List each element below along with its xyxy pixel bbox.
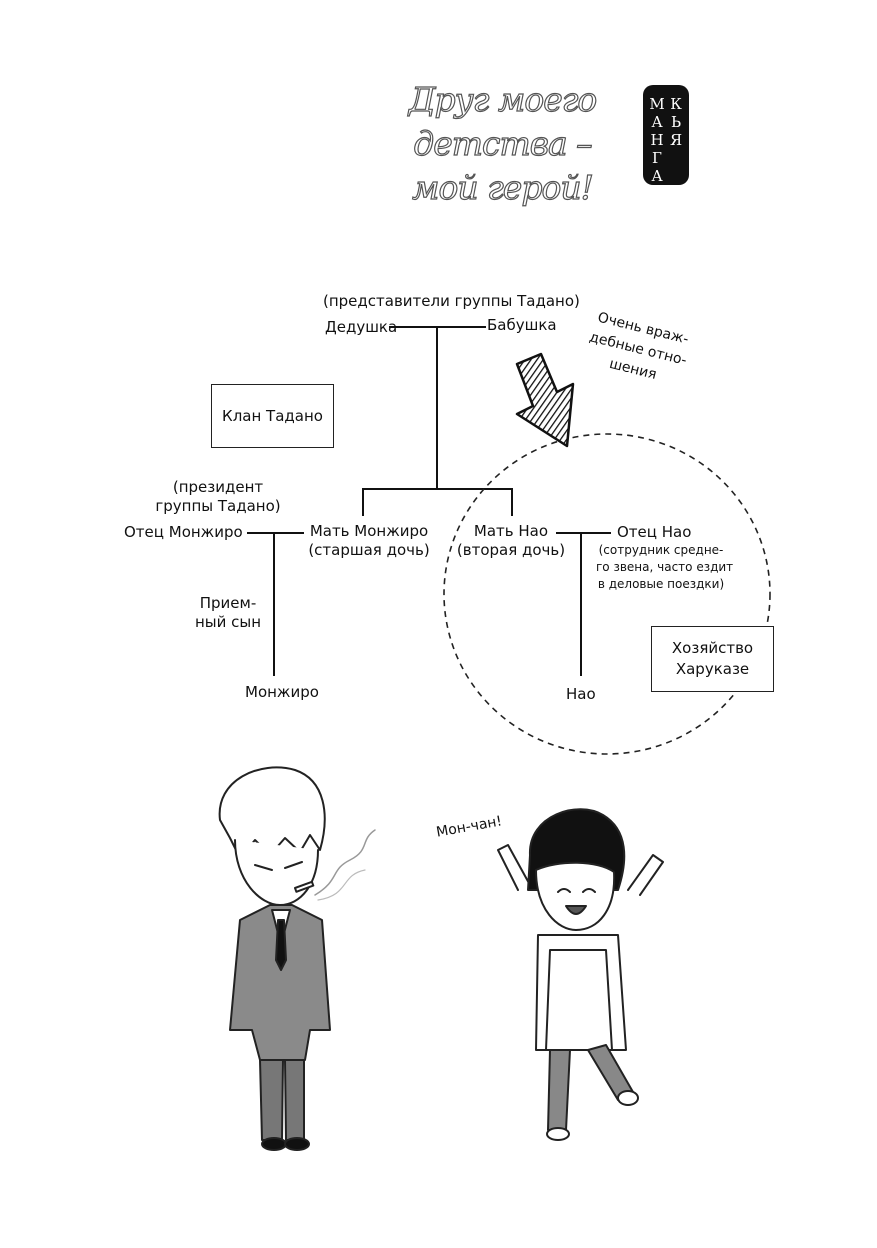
note-line: го звена, часто ездит (596, 560, 734, 574)
monjiro-father-caption: (президент группы Тадано) (143, 478, 293, 516)
badge-letter: М (649, 95, 665, 113)
daughters-bar (362, 488, 513, 490)
caption-line: (президент (172, 478, 264, 496)
nao-label: Нао (566, 685, 596, 703)
grandparents-stem (436, 326, 438, 489)
monjiro-label: Монжиро (245, 683, 319, 701)
monjiro-parents-line (247, 532, 304, 534)
badge-letter: Я (669, 131, 683, 149)
label-line: (вторая дочь) (456, 541, 566, 559)
monjiro-mother-label: Мать Монжиро (старшая дочь) (308, 522, 430, 560)
nao-mother-label: Мать Нао (вторая дочь) (455, 522, 567, 560)
hatched-arrow-icon (515, 352, 575, 448)
badge-letter: Ь (670, 113, 682, 131)
nao-parents-line (556, 532, 611, 534)
box-line: Хозяйство (671, 639, 754, 657)
caption-line: группы Тадано) (155, 497, 281, 515)
label-line: ный сын (194, 613, 262, 631)
badge-letter: А (651, 167, 663, 185)
manga-badge: М А Н Г А К Ь Я (643, 85, 689, 185)
manga-title: Друг моего детства – мой герой! (408, 79, 598, 207)
harukaze-household-box: Хозяйство Харуказе (651, 626, 774, 692)
note-line: (сотрудник средне- (598, 543, 724, 557)
grandfather-label: Дедушка (325, 318, 398, 336)
monjiro-chibi-illustration (218, 766, 376, 1151)
label-line: Мать Монжиро (309, 522, 429, 540)
note-line: в деловые поездки) (597, 577, 725, 591)
grandparents-caption: (представители группы Тадано) (323, 292, 580, 310)
badge-letter: К (670, 95, 682, 113)
label-line: (старшая дочь) (308, 541, 430, 559)
label-line: Прием- (199, 594, 257, 612)
box-line: Харуказе (675, 660, 750, 678)
nao-chibi-illustration (497, 808, 664, 1141)
adopted-son-label: Прием- ный сын (188, 594, 268, 632)
clan-tadano-box: Клан Тадано (211, 384, 334, 448)
badge-letter: А (651, 113, 663, 131)
nao-father-label: Отец Нао (617, 523, 692, 541)
nao-stem (580, 532, 582, 676)
daughter1-drop (362, 488, 364, 516)
badge-letter: Г (652, 149, 662, 167)
nao-father-note: (сотрудник средне- го звена, часто ездит… (596, 542, 734, 593)
monjiro-father-label: Отец Монжиро (124, 523, 243, 541)
monjiro-stem (273, 532, 275, 676)
badge-letter: Н (650, 131, 664, 149)
label-line: Мать Нао (473, 522, 549, 540)
daughter2-drop (511, 488, 513, 516)
grandmother-label: Бабушка (487, 316, 557, 334)
